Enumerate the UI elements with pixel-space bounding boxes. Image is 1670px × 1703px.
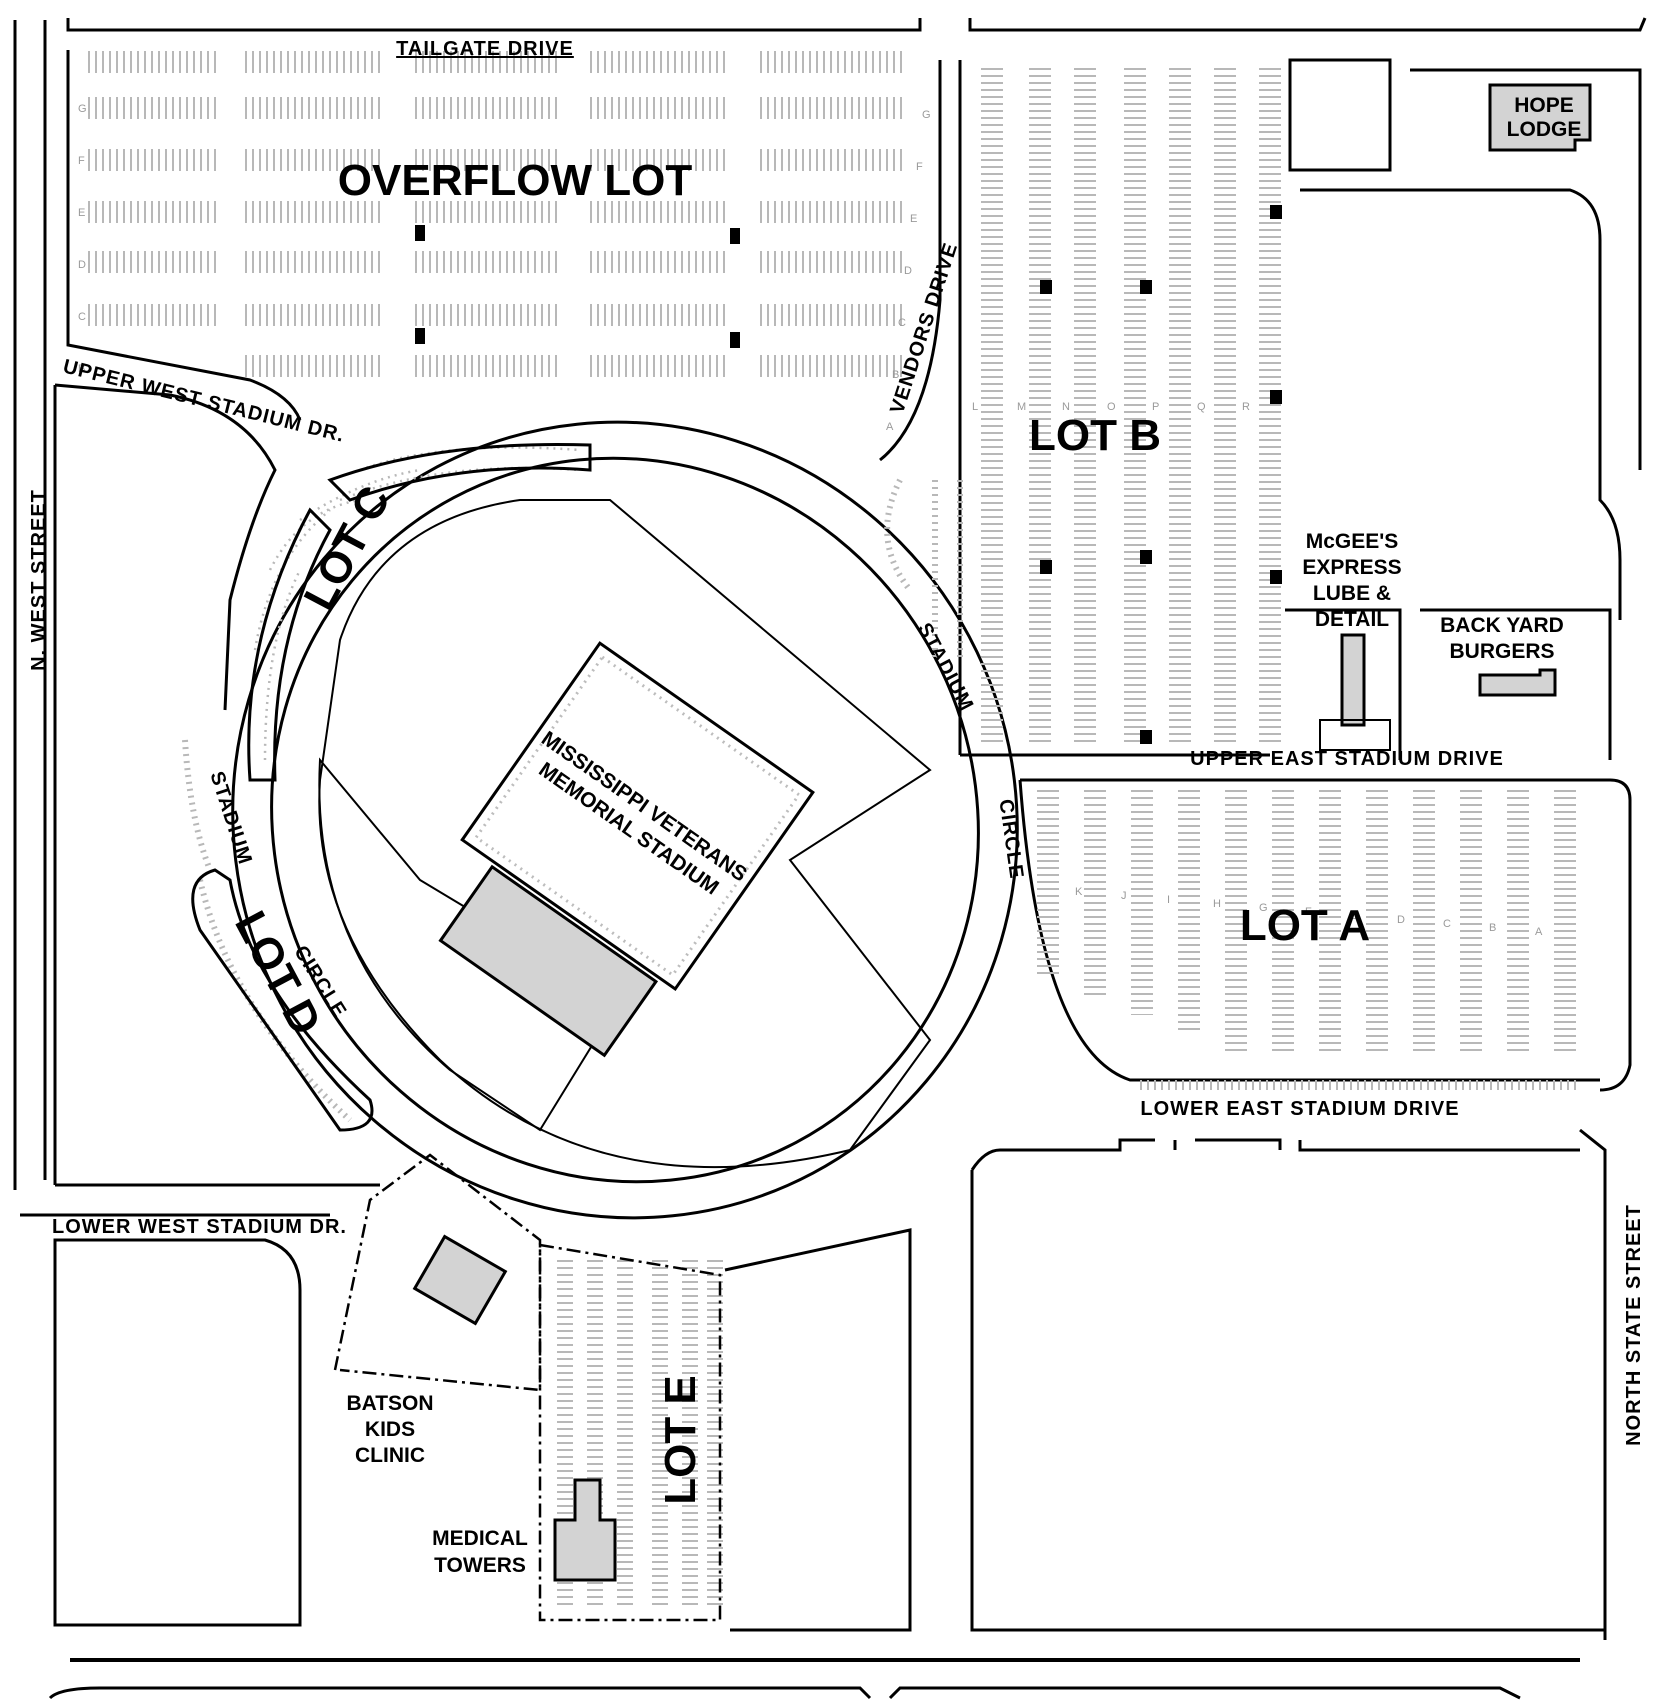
row-letter: C: [898, 317, 906, 329]
row-letter: B: [1489, 922, 1496, 934]
row-letter: R: [1242, 401, 1250, 413]
row-letter: B: [78, 363, 85, 375]
overflow-lot-label: OVERFLOW LOT: [338, 156, 693, 205]
back-yard-label-line1: BACK YARD: [1440, 614, 1564, 637]
n-west-street-label: N. WEST STREET: [28, 489, 50, 671]
mcgees-label-line3: LUBE &: [1313, 582, 1391, 605]
accessible-space-marker: [1140, 730, 1152, 744]
back-yard-label-line2: BURGERS: [1449, 640, 1554, 663]
north-state-street-label: NORTH STATE STREET: [1623, 1204, 1645, 1446]
row-letter: H: [1213, 898, 1221, 910]
row-letter: C: [78, 311, 86, 323]
accessible-space-marker: [1040, 560, 1052, 574]
lot-d-stalls: [182, 739, 374, 1132]
row-letter: F: [916, 161, 923, 173]
accessible-space-marker: [730, 332, 740, 348]
row-letter: A: [1535, 926, 1543, 938]
back-yard-burgers-building: BACK YARD BURGERS: [1440, 614, 1564, 697]
row-letter: G: [922, 109, 931, 121]
row-letter: D: [904, 265, 912, 277]
row-letter: M: [1017, 401, 1026, 413]
accessible-space-marker: [415, 225, 425, 241]
lot-b-stalls: L M N O P Q R: [972, 68, 1282, 745]
row-letter: E: [78, 207, 85, 219]
lower-east-stadium-label: LOWER EAST STADIUM DRIVE: [1140, 1098, 1459, 1120]
mcgees-label-line2: EXPRESS: [1302, 556, 1401, 579]
medical-towers: MEDICAL TOWERS: [432, 1243, 722, 1622]
row-letter: D: [78, 259, 86, 271]
row-letter: P: [1152, 401, 1159, 413]
accessible-space-marker: [1140, 550, 1152, 564]
accessible-space-marker: [1270, 390, 1282, 404]
lot-c-stalls: [247, 442, 592, 782]
road-network: [13, 17, 1647, 1700]
lot-e-label: LOT E: [656, 1375, 705, 1505]
batson-label-line3: CLINIC: [355, 1444, 425, 1467]
mcgees-label-line4: DETAIL: [1315, 608, 1389, 631]
medical-label-line1: MEDICAL: [432, 1527, 528, 1550]
accessible-space-marker: [730, 228, 740, 244]
row-letter: A: [886, 421, 894, 433]
medical-label-line2: TOWERS: [434, 1554, 526, 1577]
row-letter: I: [1167, 894, 1170, 906]
row-letter: J: [1121, 890, 1127, 902]
upper-east-stadium-label: UPPER EAST STADIUM DRIVE: [1190, 748, 1504, 770]
stadium-building: MISSISSIPPI VETERANS MEMORIAL STADIUM: [438, 641, 815, 1058]
batson-label-line2: KIDS: [365, 1418, 415, 1441]
row-letter: K: [1075, 886, 1083, 898]
overflow-lot-stalls: G F E D C B G F E D C B A: [78, 51, 931, 433]
lot-b-label: LOT B: [1029, 411, 1161, 460]
lot-a-stalls: K J I H G F E D C B A: [1037, 790, 1580, 1090]
accessible-space-marker: [415, 328, 425, 344]
hope-lodge-label-line1: HOPE: [1514, 94, 1574, 117]
accessible-space-marker: [1040, 280, 1052, 294]
row-letter: C: [1443, 918, 1451, 930]
row-letter: E: [910, 213, 917, 225]
vendors-stalls: [884, 478, 963, 660]
row-letter: D: [1397, 914, 1405, 926]
accessible-space-marker: [1270, 205, 1282, 219]
row-letter: Q: [1197, 401, 1206, 413]
row-letter: F: [1305, 906, 1312, 918]
row-letter: N: [1062, 401, 1070, 413]
stadium-circle-west-label-1: STADIUM: [205, 769, 256, 868]
upper-west-stadium-label: UPPER WEST STADIUM DR.: [61, 356, 347, 447]
row-letter: E: [1351, 910, 1358, 922]
row-letter: L: [972, 401, 978, 413]
accessible-space-marker: [1140, 280, 1152, 294]
lot-a-label: LOT A: [1240, 901, 1370, 950]
row-letter: G: [1259, 902, 1268, 914]
lower-west-stadium-label: LOWER WEST STADIUM DR.: [52, 1216, 347, 1238]
batson-kids-clinic: BATSON KIDS CLINIC: [333, 1153, 542, 1467]
row-letter: B: [892, 369, 899, 381]
hope-lodge-building: HOPE LODGE: [1488, 83, 1592, 152]
tailgate-drive-label: TAILGATE DRIVE: [396, 38, 574, 60]
lot-e-stalls: [557, 1260, 723, 1610]
hope-lodge-label-line2: LODGE: [1507, 118, 1582, 141]
row-letter: G: [78, 103, 87, 115]
batson-label-line1: BATSON: [346, 1392, 433, 1415]
row-letter: F: [78, 155, 85, 167]
accessible-space-marker: [1270, 570, 1282, 584]
mcgees-label-line1: McGEE'S: [1306, 530, 1399, 553]
row-letter: O: [1107, 401, 1116, 413]
mcgees-building: McGEE'S EXPRESS LUBE & DETAIL: [1302, 530, 1402, 751]
